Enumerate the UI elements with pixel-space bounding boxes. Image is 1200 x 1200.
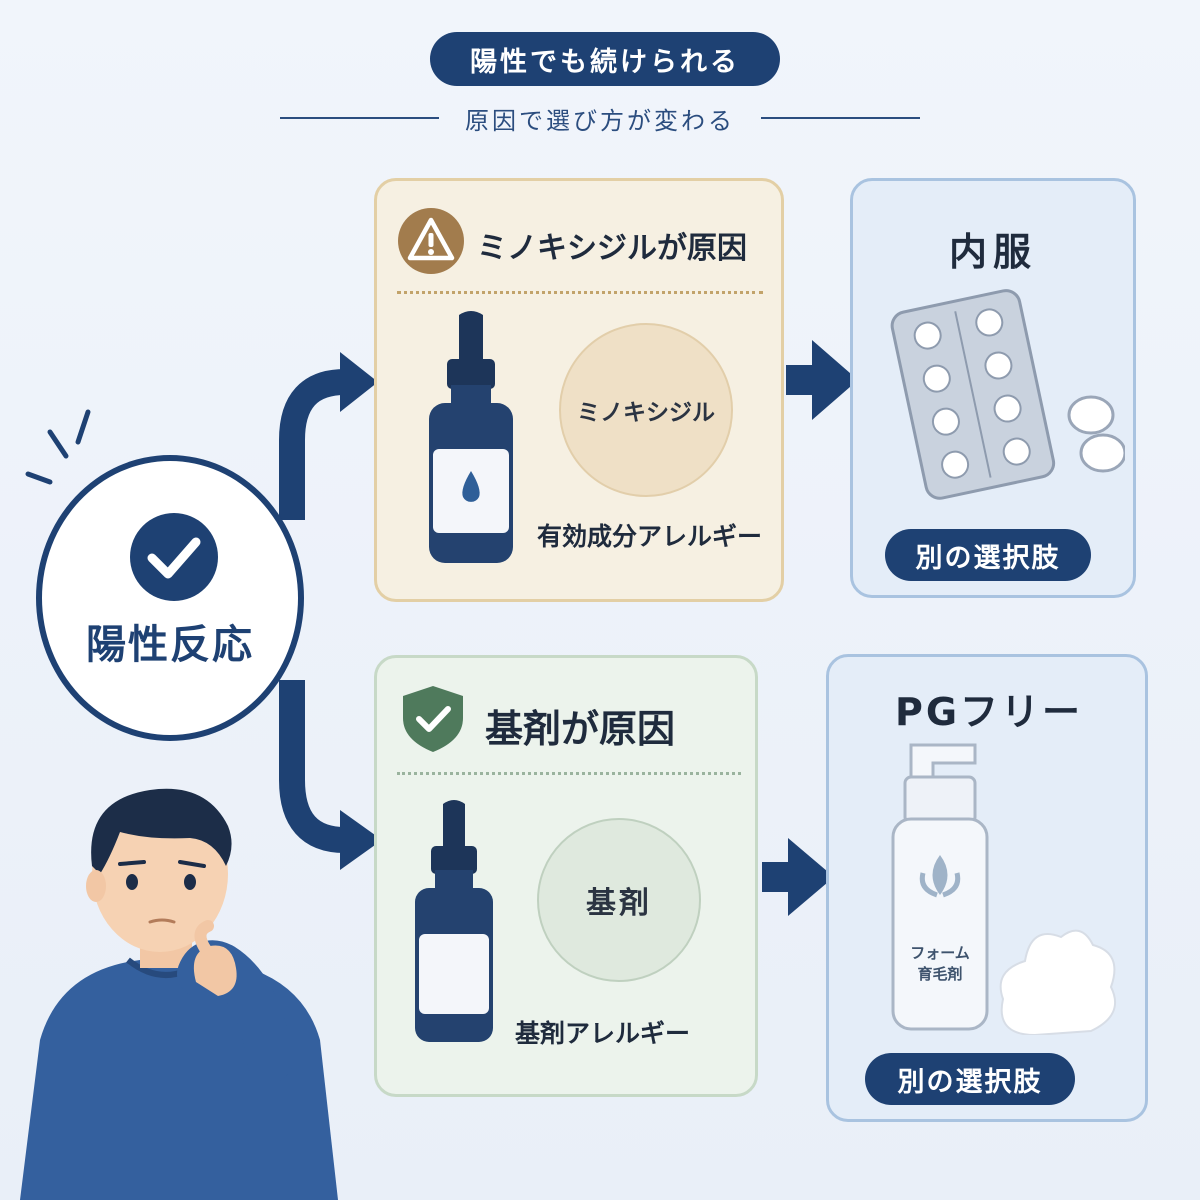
result-arrowhead-lower (788, 838, 834, 916)
result-circle (36, 455, 304, 741)
result-label: 陽性反応 (86, 622, 254, 668)
alternative-button-pgfree[interactable]: 別の選択肢 (865, 1053, 1075, 1105)
allergy-label-minoxidil: 有効成分アレルギー (537, 522, 763, 551)
alternative-card-oral: 内服 別の選択肢 (850, 178, 1136, 598)
ingredient-bubble-base: 基剤 (537, 818, 701, 982)
shield-check-icon (403, 686, 463, 752)
subtitle: 原因で選び方が変わる (465, 106, 735, 135)
result-arrowhead-upper (812, 340, 858, 420)
foam-bottle-label-line2: 育毛剤 (917, 965, 963, 983)
emphasis-stroke (25, 471, 53, 485)
foam-bottle-icon (891, 743, 1116, 1035)
branch-arrowhead-upper (340, 352, 378, 412)
cause-card-minoxidil: ミノキシジルが原因 ミノキシジル 有効成分アレルギー (374, 178, 784, 602)
subtitle-rule-left (280, 117, 439, 119)
title-pill: 陽性でも続けられる (430, 32, 780, 86)
result-arrow-upper-shaft (786, 365, 814, 395)
branch-arrowhead-lower (340, 810, 382, 870)
card-divider (397, 772, 741, 775)
subtitle-row: 原因で選び方が変わる (280, 98, 920, 138)
alternative-title-oral: 内服 (948, 230, 1037, 274)
cause-title-base: 基剤が原因 (485, 707, 676, 751)
check-circle-icon (130, 513, 218, 601)
alternative-title-pgfree: PGフリー (894, 690, 1084, 734)
dropper-bottle-icon (415, 800, 493, 1042)
card-divider (397, 291, 763, 294)
pill-blister-icon (890, 289, 1125, 500)
allergy-label-base: 基剤アレルギー (515, 1019, 691, 1048)
alternative-card-pgfree: PGフリー フォーム 育毛剤 別の選択肢 (826, 654, 1148, 1122)
ingredient-bubble-minoxidil: ミノキシジル (559, 323, 733, 497)
foam-bottle-label: フォーム 育毛剤 (893, 943, 987, 985)
result-arrow-lower-shaft (762, 862, 790, 892)
emphasis-stroke (47, 429, 69, 459)
foam-bottle-label-line1: フォーム (910, 944, 970, 962)
emphasis-stroke (75, 409, 91, 445)
cause-card-base: 基剤が原因 基剤 基剤アレルギー (374, 655, 758, 1097)
cause-title-minoxidil: ミノキシジルが原因 (477, 231, 747, 266)
subtitle-rule-right (761, 117, 920, 119)
warning-icon (398, 208, 464, 274)
dropper-bottle-icon (429, 311, 513, 563)
alternative-button-oral[interactable]: 別の選択肢 (885, 529, 1091, 581)
thinking-man-illustration (20, 788, 338, 1200)
